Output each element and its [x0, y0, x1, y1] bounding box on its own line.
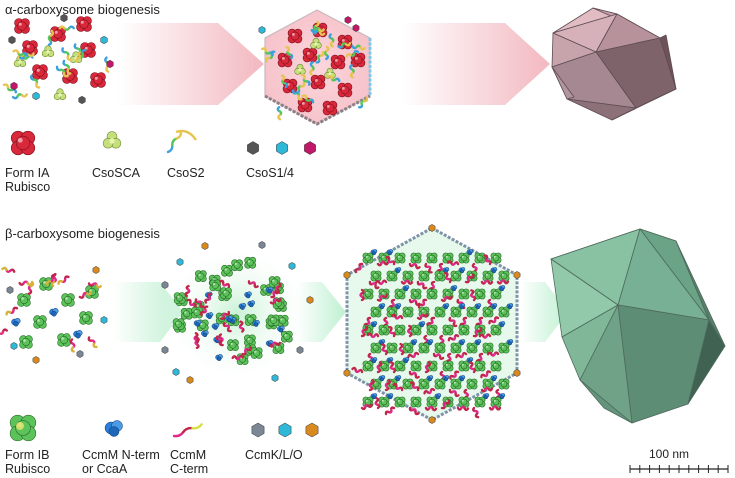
scale-bar: 100 nm [629, 447, 729, 473]
beta-legend-2-line1: CcmM [170, 448, 206, 462]
beta-legend-3-line1: CcmK/L/O [245, 448, 303, 462]
alpha-legend: Form IA Rubisco CsoSCA CsoS2 CsoS1/4 [5, 129, 316, 194]
beta-legend-0-line2: Rubisco [5, 462, 50, 476]
alpha-legend-0-line1: Form IA [5, 166, 50, 180]
beta-legend-1-line2: or CcaA [82, 462, 128, 476]
alpha-legend-2-line1: CsoS2 [167, 166, 205, 180]
beta-legend-1-line1: CcmM N-term [82, 448, 160, 462]
beta-assembled-hexagon [343, 224, 521, 424]
alpha-scattered-components [2, 13, 114, 105]
beta-condensate [159, 241, 315, 385]
beta-scattered-components [0, 266, 108, 364]
beta-legend: Form IB Rubisco CcmM N-term or CcaA CcmM… [5, 414, 319, 476]
scale-bar-label: 100 nm [649, 447, 689, 461]
alpha-legend-0-line2: Rubisco [5, 180, 50, 194]
beta-title: β-carboxysome biogenesis [5, 226, 160, 241]
alpha-title: α-carboxysome biogenesis [5, 2, 160, 17]
alpha-arrow-2 [402, 23, 550, 105]
alpha-icosahedron [551, 7, 677, 121]
alpha-arrow-1 [118, 23, 264, 105]
beta-icosahedron [550, 228, 726, 424]
alpha-assembled-hexagon [258, 9, 372, 126]
beta-legend-2-line2: C-term [170, 462, 208, 476]
alpha-legend-1-line1: CsoSCA [92, 166, 141, 180]
alpha-legend-3-line1: CsoS1/4 [246, 166, 294, 180]
beta-legend-0-line1: Form IB [5, 448, 49, 462]
